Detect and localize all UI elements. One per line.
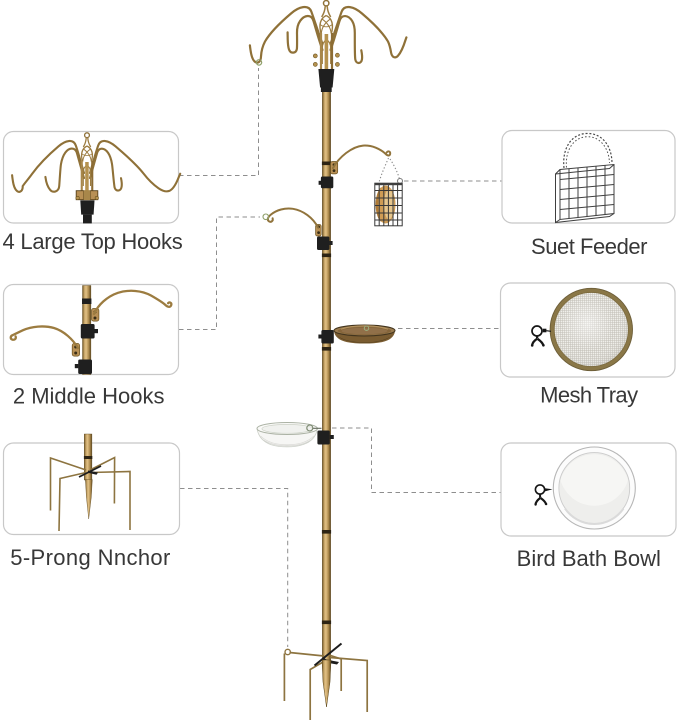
svg-text:5-Prong Nnchor: 5-Prong Nnchor (10, 545, 170, 570)
svg-text:Mesh Tray: Mesh Tray (540, 383, 638, 408)
svg-text:Suet Feeder: Suet Feeder (531, 234, 647, 259)
svg-text:Bird Bath Bowl: Bird Bath Bowl (517, 546, 661, 571)
svg-text:2 Middle Hooks: 2 Middle Hooks (13, 384, 165, 409)
svg-text:4 Large Top Hooks: 4 Large Top Hooks (2, 229, 182, 254)
